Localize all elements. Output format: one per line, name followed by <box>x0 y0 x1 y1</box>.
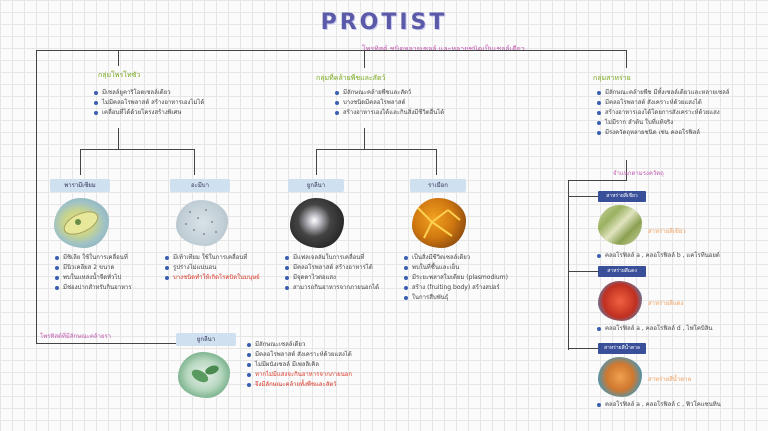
list-item: มีคลอโรพลาสต์ สร้างอาหารได้ <box>285 263 394 273</box>
list-item: พบในที่ชื้นและเย็น <box>404 263 543 273</box>
drop-connector-1 <box>118 50 119 66</box>
euglena-bottom-bullets: มีลักษณะเซลล์เดียว มีคลอโรพลาสต์ สังเครา… <box>246 340 381 390</box>
list-item: ไม่มีผนังเซลล์ มีเพลลิเคิล <box>247 360 381 370</box>
list-item: สร้างอาหารเองได้และกินสิ่งมีชีวิตอื่นได้ <box>335 108 519 118</box>
branch-leg-1a <box>80 149 81 175</box>
list-item: มีลักษณะคล้ายพืชและสัตว์ <box>335 88 519 98</box>
list-item: มีรงควัตถุหลายชนิด เช่น คลอโรฟิลล์ <box>597 128 746 138</box>
list-item: มีลักษณะเซลล์เดียว <box>247 340 381 350</box>
list-item: มีช่องปากสำหรับกินอาหาร <box>55 283 154 293</box>
euglena-bottom-image <box>178 352 230 398</box>
list-item: ในการสืบพันธุ์ <box>404 293 543 303</box>
group-plantlike-label: กลุ่มที่คล้ายพืชและสัตว์ <box>316 74 386 82</box>
side-note: โพรทิสต์ที่มีลักษณะคล้ายรา <box>40 333 112 340</box>
list-item: ไม่มีราก ลำต้น ใบที่แท้จริง <box>597 118 746 128</box>
algae-note-red: คลอโรฟิลล์ a , คลอโรฟิลล์ d , ไฟโคบิลิน <box>596 324 756 334</box>
algae-spine <box>568 180 569 350</box>
branch-leg-2a <box>316 149 317 175</box>
algae-name-brown: สาหร่ายสีน้ำตาล <box>648 376 692 383</box>
green-algae-image <box>598 205 642 245</box>
list-item: มีเท้าเทียม ใช้ในการเคลื่อนที่ <box>165 253 272 263</box>
list-item: หากไม่มีแสงจะกินอาหารจากภายนอก <box>247 370 381 380</box>
algae-note-brown: คลอโรฟิลล์ a , คลอโรฟิลล์ c , ฟิวโคแซนทิ… <box>596 400 756 410</box>
list-item: คลอโรฟิลล์ a , คลอโรฟิลล์ b , แคโรทีนอยด… <box>597 251 756 261</box>
list-item: มีคลอโรพลาสต์ สังเคราะห์ด้วยแสงได้ <box>247 350 381 360</box>
list-item: มีเซลล์ยูคาริโอตเซลล์เดียว <box>94 88 273 98</box>
list-item: สร้าง (fruiting body) สร้างสปอร์ <box>404 283 543 293</box>
algae-name-red: สาหร่ายสีแดง <box>648 300 684 307</box>
item-label-slime-mold: ราเมือก <box>410 179 466 192</box>
left-vertical-connector <box>36 50 37 343</box>
euglena-image <box>290 198 344 248</box>
list-item: จึงมีลักษณะคล้ายทั้งพืชและสัตว์ <box>247 380 381 390</box>
list-item: คลอโรฟิลล์ a , คลอโรฟิลล์ c , ฟิวโคแซนทิ… <box>597 400 756 410</box>
amoeba-image <box>176 200 228 246</box>
algae-stem <box>626 160 627 180</box>
item-label-paramecium: พารามีเซียม <box>50 179 110 192</box>
amoeba-bullets: มีเท้าเทียม ใช้ในการเคลื่อนที่ รูปร่างไม… <box>164 253 272 283</box>
algae-tick-3 <box>568 348 598 349</box>
algae-caption: จำแนกตามรงควัตถุ <box>613 170 664 177</box>
branch-bar-1 <box>80 149 194 150</box>
list-item: สามารถกินอาหารจากภายนอกได้ <box>285 283 394 293</box>
slime-mold-image <box>412 198 466 248</box>
slime-mold-bullets: เป็นสิ่งมีชีวิตเซลล์เดียว พบในที่ชื้นและ… <box>403 253 543 303</box>
group-algae-bullets: มีลักษณะคล้ายพืช มีทั้งเซลล์เดียวและหลาย… <box>596 88 746 138</box>
branch-stem-2 <box>364 128 365 149</box>
algae-label-red: สาหร่ายสีแดง <box>598 266 646 277</box>
algae-tick-2 <box>568 271 598 272</box>
algae-note-green: คลอโรฟิลล์ a , คลอโรฟิลล์ b , แคโรทีนอยด… <box>596 251 756 261</box>
list-item: บางชนิดมีคลอโรพลาสต์ <box>335 98 519 108</box>
list-item: เป็นสิ่งมีชีวิตเซลล์เดียว <box>404 253 543 263</box>
algae-tick-1 <box>568 196 598 197</box>
list-item: บางชนิดทำให้เกิดโรคบิดในมนุษย์ <box>165 273 272 283</box>
top-connector <box>36 50 626 51</box>
algae-label-brown: สาหร่ายสีน้ำตาล <box>598 343 646 354</box>
list-item: มีนิวเคลียส 2 ขนาด <box>55 263 154 273</box>
drop-connector-2 <box>364 50 365 68</box>
algae-label-green: สาหร่ายสีเขียว <box>598 191 646 202</box>
page-subtitle: โพรทิสต์ ชนิดหลายเซลล์ และหลายชนิดเป็นเช… <box>362 45 525 53</box>
item-label-amoeba: อะมีบา <box>170 179 230 192</box>
list-item: มีลักษณะคล้ายพืช มีทั้งเซลล์เดียวและหลาย… <box>597 88 746 98</box>
list-item: มีจุดตาไวต่อแสง <box>285 273 394 283</box>
list-item: สร้างอาหารเองได้โดยการสังเคราะห์ด้วยแสง <box>597 108 746 118</box>
group-plantlike-bullets: มีลักษณะคล้ายพืชและสัตว์ บางชนิดมีคลอโรพ… <box>334 88 519 118</box>
algae-name-green: สาหร่ายสีเขียว <box>648 228 686 235</box>
euglena-bullets: มีแฟลเจลลัมในการเคลื่อนที่ มีคลอโรพลาสต์… <box>284 253 394 293</box>
algae-bar <box>568 180 627 181</box>
red-algae-image <box>598 281 642 321</box>
list-item: มีซิเลีย ใช้ในการเคลื่อนที่ <box>55 253 154 263</box>
branch-stem-1 <box>118 128 119 149</box>
item-label-euglena-bottom: ยูกลีนา <box>176 333 236 346</box>
list-item: มีระยะพลาสโมเดียม (plasmodium) <box>404 273 543 283</box>
paramecium-bullets: มีซิเลีย ใช้ในการเคลื่อนที่ มีนิวเคลียส … <box>54 253 154 293</box>
list-item: มีแฟลเจลลัมในการเคลื่อนที่ <box>285 253 394 263</box>
item-label-euglena: ยูกลีนา <box>288 179 344 192</box>
drop-connector-3 <box>626 50 627 68</box>
brown-algae-image <box>598 357 642 397</box>
list-item: เคลื่อนที่ได้ด้วยโครงสร้างพิเศษ <box>94 108 273 118</box>
bottom-connector <box>36 343 176 344</box>
branch-leg-1b <box>194 149 195 175</box>
page-title: PROTIST <box>320 10 448 35</box>
group-protozoa-bullets: มีเซลล์ยูคาริโอตเซลล์เดียว ไม่มีคลอโรพลา… <box>93 88 273 118</box>
group-algae-label: กลุ่มสาหร่าย <box>593 74 631 82</box>
list-item: คลอโรฟิลล์ a , คลอโรฟิลล์ d , ไฟโคบิลิน <box>597 324 756 334</box>
branch-bar-2 <box>316 149 436 150</box>
list-item: รูปร่างไม่แน่นอน <box>165 263 272 273</box>
group-protozoa-label: กลุ่มโพรโทซัว <box>98 71 141 79</box>
list-item: มีคลอโรพลาสต์ สังเคราะห์ด้วยแสงได้ <box>597 98 746 108</box>
list-item: ไม่มีคลอโรพลาสต์ สร้างอาหารเองไม่ได้ <box>94 98 273 108</box>
list-item: พบในแหล่งน้ำจืดทั่วไป <box>55 273 154 283</box>
paramecium-image <box>54 198 109 248</box>
branch-leg-2b <box>436 149 437 175</box>
